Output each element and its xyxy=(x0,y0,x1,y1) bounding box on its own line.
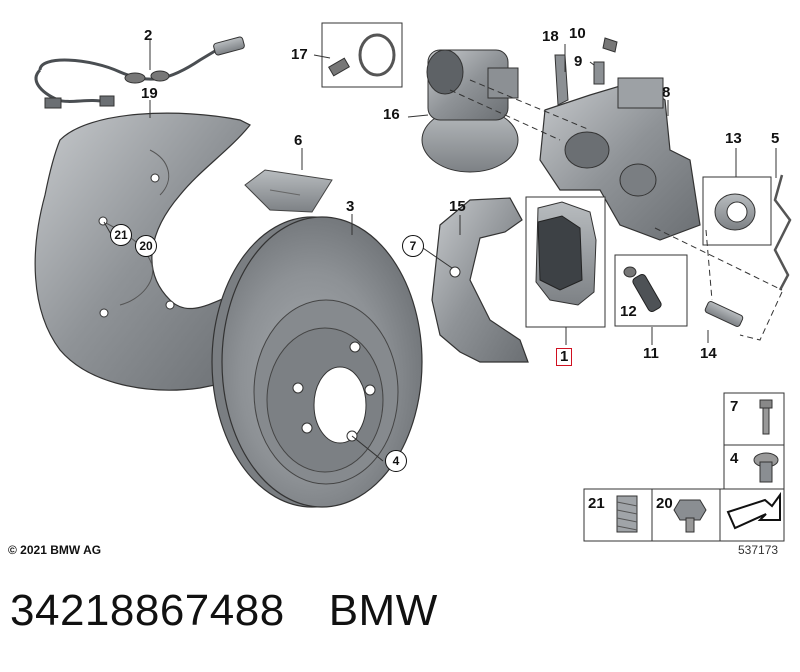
brake-caliper xyxy=(539,77,701,241)
callout-15: 15 xyxy=(449,198,466,215)
fastener-legend xyxy=(583,392,785,542)
caliper-carrier xyxy=(431,197,529,363)
leader-lines xyxy=(103,40,783,462)
brake-pad-box xyxy=(525,196,606,328)
box-11 xyxy=(614,254,688,327)
diagram-reference-number: 537173 xyxy=(738,543,779,557)
anti-rattle-spring xyxy=(773,174,792,291)
callout-19: 19 xyxy=(141,85,158,102)
brand-name: BMW xyxy=(328,586,438,635)
callout-6: 6 xyxy=(294,132,303,149)
callout-9: 9 xyxy=(574,53,583,70)
callout-8: 8 xyxy=(662,84,671,101)
parking-brake-motor xyxy=(421,49,519,173)
copyright-notice: © 2021 BMW AG xyxy=(8,543,102,557)
part-number: 34218867488 xyxy=(10,586,285,635)
legend-label-7: 7 xyxy=(730,398,739,415)
diagram-drawing xyxy=(34,22,792,542)
callout-4: 4 xyxy=(385,450,407,472)
callout-13: 13 xyxy=(725,130,742,147)
callout-11: 11 xyxy=(643,345,659,362)
callout-20: 20 xyxy=(135,235,157,257)
callout-2: 2 xyxy=(144,27,153,44)
sensor-cable xyxy=(34,36,245,109)
callout-10: 10 xyxy=(569,25,586,42)
callout-7: 7 xyxy=(402,235,424,257)
part-caption: 34218867488 BMW xyxy=(10,586,790,656)
legend-label-4: 4 xyxy=(730,450,739,467)
callout-14: 14 xyxy=(700,345,717,362)
box-17 xyxy=(321,22,403,88)
legend-label-20: 20 xyxy=(656,495,673,512)
callout-1-highlighted[interactable]: 1 xyxy=(556,348,573,366)
brake-disc xyxy=(211,216,423,508)
exploded-parts-diagram: 2 19 6 3 17 16 18 10 9 8 13 5 15 12 11 1… xyxy=(8,22,792,557)
callout-5: 5 xyxy=(771,130,780,147)
callout-16: 16 xyxy=(383,106,400,123)
grease-packet xyxy=(244,169,333,213)
box-13 xyxy=(702,176,772,246)
callout-3: 3 xyxy=(346,198,355,215)
guide-bolt xyxy=(704,301,744,327)
callout-18: 18 xyxy=(542,28,559,45)
callout-12: 12 xyxy=(620,303,637,320)
callout-17: 17 xyxy=(291,46,308,63)
callout-21: 21 xyxy=(110,224,132,246)
legend-label-21: 21 xyxy=(588,495,605,512)
